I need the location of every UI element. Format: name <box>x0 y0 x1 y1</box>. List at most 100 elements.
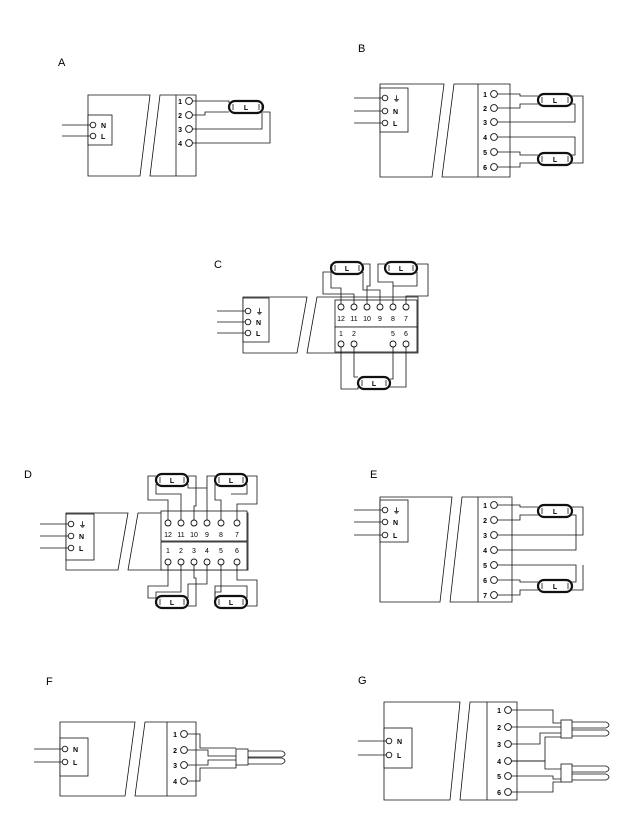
terminal-number: 7 <box>483 593 487 600</box>
terminal-block-bottom <box>160 541 248 571</box>
compact-lamp-tube <box>248 750 286 765</box>
output-terminal <box>337 340 345 348</box>
input-label: ⏚ <box>393 507 400 515</box>
input-terminal <box>385 737 393 745</box>
output-terminal <box>180 730 188 738</box>
wire <box>497 162 538 168</box>
input-terminal <box>381 518 389 526</box>
compact-lamp-base <box>560 719 573 739</box>
wire <box>497 579 538 583</box>
output-terminal <box>504 723 512 731</box>
terminal-number: 1 <box>178 99 182 106</box>
lamp-label: L <box>229 600 234 607</box>
ballast-body <box>441 83 511 178</box>
input-terminal <box>67 544 75 552</box>
terminal-number: 10 <box>190 532 198 539</box>
wire <box>236 475 258 520</box>
output-terminal <box>504 740 512 748</box>
wire <box>187 764 237 782</box>
output-terminal <box>190 519 198 527</box>
terminal-number: 8 <box>219 532 223 539</box>
output-terminal <box>389 303 397 311</box>
terminal-number: 2 <box>497 725 501 732</box>
wire <box>497 151 538 156</box>
diagram-label: C <box>214 259 222 271</box>
terminal-number: 6 <box>404 331 408 338</box>
output-terminal <box>490 516 498 524</box>
terminal-number: 1 <box>483 92 487 99</box>
input-label: N <box>73 747 78 754</box>
wire <box>187 759 236 766</box>
input-terminal <box>244 318 252 326</box>
output-terminal <box>217 558 225 566</box>
ballast-body <box>459 701 518 801</box>
wire <box>187 484 208 520</box>
lamp-label: L <box>553 157 558 164</box>
output-terminal <box>177 519 185 527</box>
output-terminal <box>490 591 498 599</box>
output-terminal <box>490 118 498 126</box>
input-terminal <box>89 132 97 140</box>
output-terminal <box>337 303 345 311</box>
output-terminal <box>490 148 498 156</box>
terminal-number: 4 <box>483 548 487 555</box>
lamp-label: L <box>170 600 175 607</box>
output-terminal <box>164 558 172 566</box>
terminal-number: 6 <box>235 548 239 555</box>
fluorescent-lamp <box>227 99 265 115</box>
wire <box>497 103 538 109</box>
terminal-number: 5 <box>483 563 487 570</box>
wire <box>192 111 229 116</box>
output-terminal <box>180 777 188 785</box>
output-terminal <box>504 772 512 780</box>
terminal-number: 2 <box>178 113 182 120</box>
terminal-number: 7 <box>404 316 408 323</box>
wire <box>155 484 182 520</box>
input-label: N <box>256 320 261 327</box>
terminal-number: 12 <box>337 316 345 323</box>
input-terminal <box>61 758 69 766</box>
diagram-label: G <box>358 675 367 687</box>
wire <box>497 514 577 551</box>
output-terminal <box>233 519 241 527</box>
input-terminal <box>381 94 389 102</box>
output-terminal <box>350 303 358 311</box>
fluorescent-lamp <box>536 578 574 594</box>
wire <box>147 565 169 599</box>
fluorescent-lamp <box>536 503 574 519</box>
terminal-number: 3 <box>178 127 182 134</box>
output-terminal <box>217 519 225 527</box>
diagram-label: D <box>24 469 32 481</box>
terminal-number: 3 <box>192 548 196 555</box>
lamp-label: L <box>229 478 234 485</box>
wire <box>405 263 429 304</box>
terminal-number: 4 <box>173 779 177 786</box>
terminal-number: 6 <box>483 165 487 172</box>
output-terminal <box>203 558 211 566</box>
input-label: L <box>397 753 402 760</box>
terminal-number: 1 <box>497 708 501 715</box>
lamp-label: L <box>399 266 404 273</box>
terminal-number: 3 <box>497 742 501 749</box>
output-terminal <box>233 558 241 566</box>
wire <box>188 475 197 520</box>
wire <box>571 95 584 164</box>
wire <box>497 589 538 596</box>
terminal-number: 3 <box>483 533 487 540</box>
output-terminal <box>490 104 498 112</box>
terminal-number: 5 <box>391 331 395 338</box>
wire <box>497 504 538 508</box>
terminal-number: 1 <box>173 732 177 739</box>
input-label: N <box>397 739 402 746</box>
fluorescent-lamp <box>213 472 249 488</box>
diagram-label: E <box>370 469 377 481</box>
diagram-label: A <box>58 57 66 69</box>
terminal-number: 7 <box>235 532 239 539</box>
input-terminal <box>89 121 97 129</box>
wire <box>340 347 359 390</box>
